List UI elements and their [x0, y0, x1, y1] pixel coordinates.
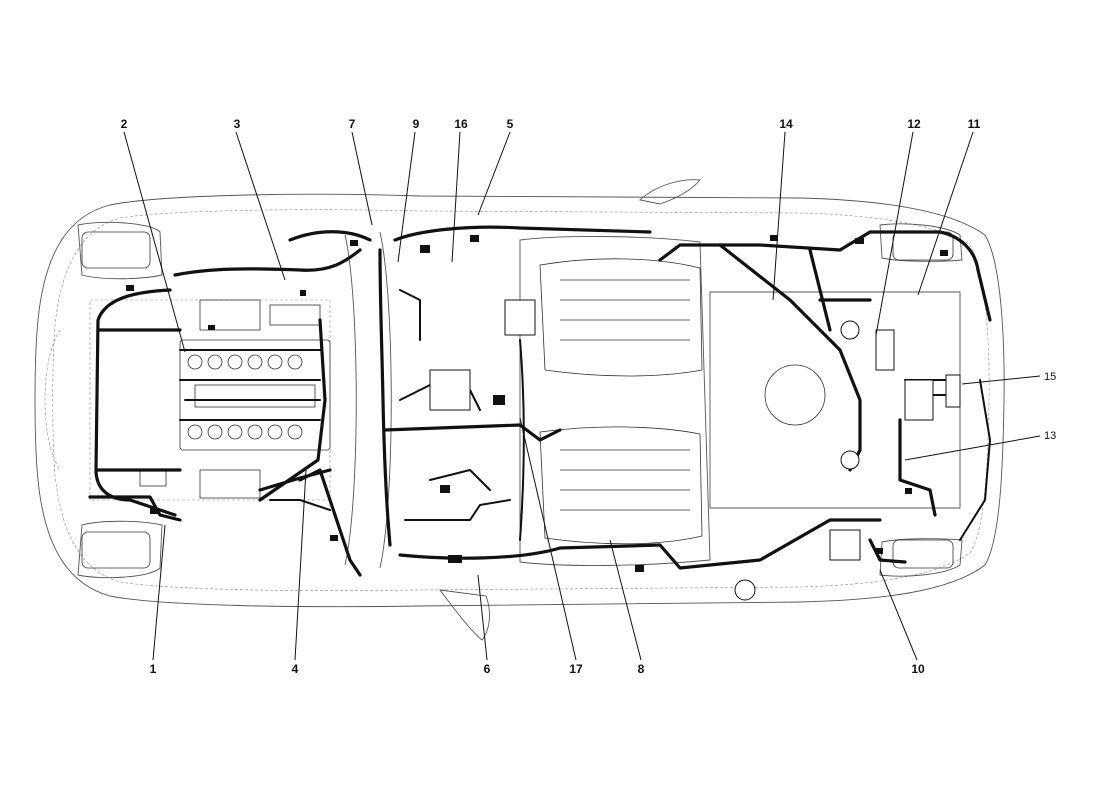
callout-5: 5: [507, 117, 514, 131]
callout-16: 16: [454, 117, 468, 131]
engine-block: [139, 299, 331, 499]
callout-1: 1: [150, 662, 157, 676]
callout-7: 7: [349, 117, 356, 131]
connector-markers: [126, 235, 961, 601]
callout-9: 9: [413, 117, 420, 131]
wiring-harness-lines: [88, 225, 992, 577]
callout-11: 11: [968, 117, 981, 131]
callout-15: 15: [1044, 371, 1056, 383]
callout-17: 17: [569, 662, 583, 676]
callout-leader-lines: [123, 131, 1041, 661]
callout-10: 10: [911, 662, 925, 676]
callout-labels: 2 3 7 9 16 5 14 12 11 15 13 1 4 6 17 8 1…: [121, 117, 1057, 676]
callout-6: 6: [484, 662, 491, 676]
callout-8: 8: [638, 662, 645, 676]
callout-12: 12: [907, 117, 921, 131]
callout-4: 4: [292, 662, 299, 676]
callout-14: 14: [779, 117, 793, 131]
callout-3: 3: [234, 117, 241, 131]
callout-13: 13: [1044, 430, 1056, 442]
callout-2: 2: [121, 117, 128, 131]
